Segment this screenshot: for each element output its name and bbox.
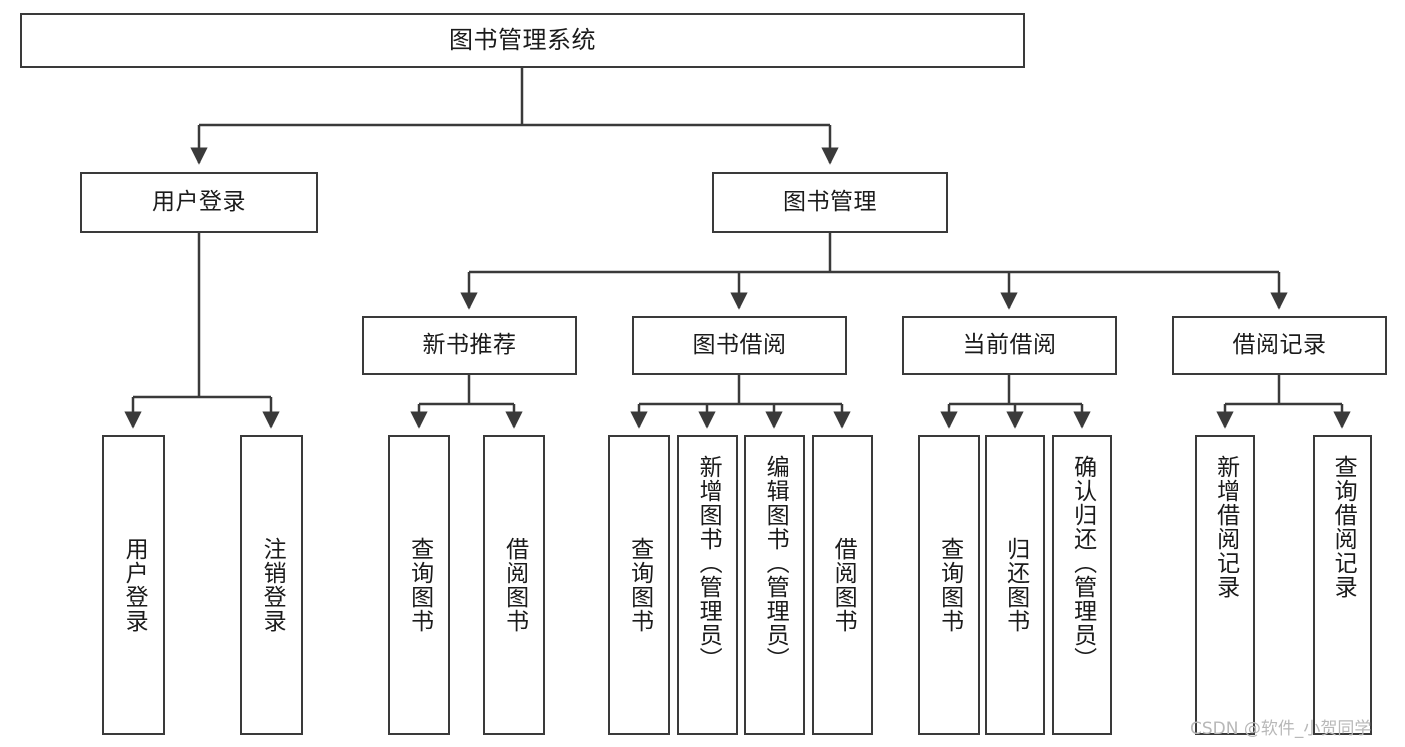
- node-label: 当前借阅: [962, 331, 1057, 358]
- node-new-book-recommend[interactable]: 新书推荐: [362, 316, 577, 375]
- node-label: 确认归还（管理员）: [1069, 455, 1096, 671]
- node-leaf-query-book-borrow[interactable]: 查询图书: [608, 435, 670, 735]
- node-label: 编辑图书（管理员）: [762, 455, 789, 671]
- node-leaf-confirm-return[interactable]: 确认归还（管理员）: [1052, 435, 1112, 735]
- node-current-borrow[interactable]: 当前借阅: [902, 316, 1117, 375]
- node-label: 借阅图书: [501, 537, 528, 633]
- node-label: 借阅图书: [830, 537, 857, 633]
- node-label: 借阅记录: [1232, 331, 1327, 358]
- node-leaf-user-login[interactable]: 用户登录: [102, 435, 165, 735]
- node-label: 归还图书: [1002, 537, 1029, 633]
- node-label: 用户登录: [121, 537, 148, 633]
- node-leaf-add-borrow-record[interactable]: 新增借阅记录: [1195, 435, 1255, 735]
- node-label: 图书借阅: [692, 331, 787, 358]
- node-leaf-query-book-current[interactable]: 查询图书: [918, 435, 980, 735]
- node-book-management[interactable]: 图书管理: [712, 172, 948, 233]
- node-label: 图书管理系统: [449, 26, 596, 55]
- node-label: 查询借阅记录: [1330, 455, 1357, 599]
- node-label: 查询图书: [406, 537, 433, 633]
- node-leaf-query-book-recommend[interactable]: 查询图书: [388, 435, 450, 735]
- node-label: 图书管理: [783, 188, 877, 215]
- node-leaf-edit-book[interactable]: 编辑图书（管理员）: [744, 435, 805, 735]
- node-label: 用户登录: [152, 188, 246, 215]
- node-label: 查询图书: [936, 537, 963, 633]
- csdn-watermark: CSDN @软件_小贺同学: [1190, 719, 1372, 739]
- node-borrow-records[interactable]: 借阅记录: [1172, 316, 1387, 375]
- node-label: 新增借阅记录: [1212, 455, 1239, 599]
- node-label: 查询图书: [626, 537, 653, 633]
- node-leaf-borrow-book[interactable]: 借阅图书: [812, 435, 873, 735]
- node-leaf-query-borrow-record[interactable]: 查询借阅记录: [1313, 435, 1372, 735]
- node-user-login[interactable]: 用户登录: [80, 172, 318, 233]
- node-book-borrow[interactable]: 图书借阅: [632, 316, 847, 375]
- node-root[interactable]: 图书管理系统: [20, 13, 1025, 68]
- node-label: 注销登录: [259, 537, 286, 633]
- node-leaf-borrow-book-recommend[interactable]: 借阅图书: [483, 435, 545, 735]
- node-label: 新书推荐: [422, 331, 517, 358]
- node-leaf-add-book[interactable]: 新增图书（管理员）: [677, 435, 738, 735]
- node-label: 新增图书（管理员）: [695, 455, 722, 671]
- node-leaf-return-book[interactable]: 归还图书: [985, 435, 1045, 735]
- node-leaf-logout[interactable]: 注销登录: [240, 435, 303, 735]
